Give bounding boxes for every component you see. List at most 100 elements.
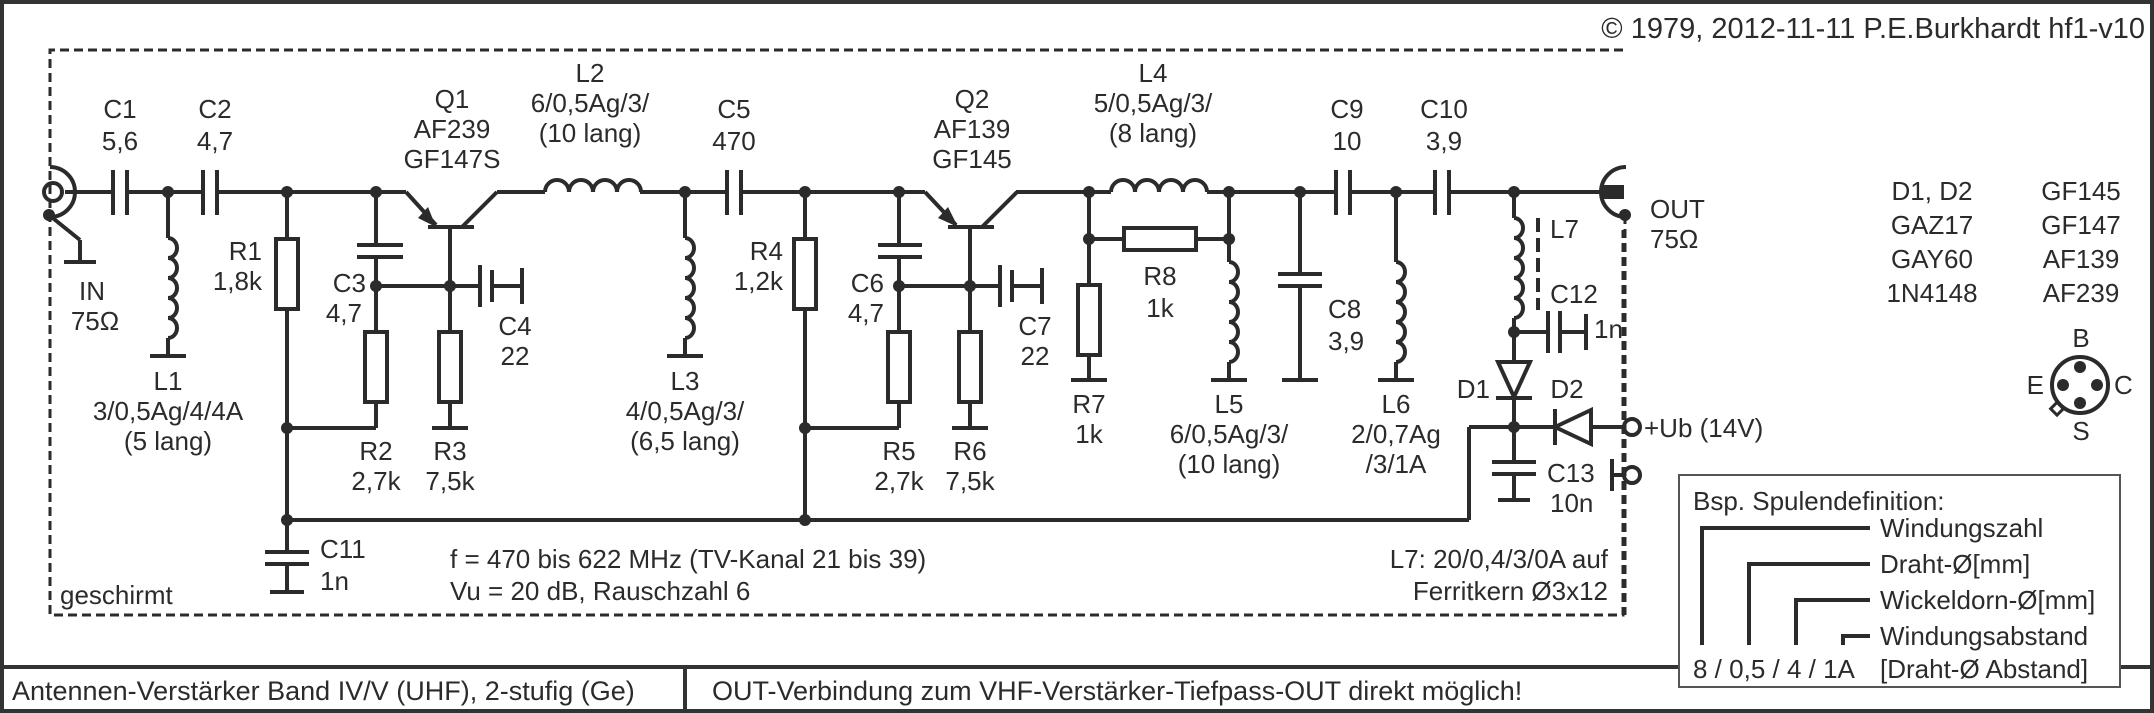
- junction-dot: [799, 422, 811, 434]
- c8-ref: C8: [1328, 294, 1361, 324]
- c11-value: 1n: [320, 566, 349, 596]
- l7-note-line2: Ferritkern Ø3x12: [1413, 576, 1608, 606]
- resistor-r7: [1071, 239, 1107, 382]
- ground-terminal: [1610, 459, 1642, 491]
- c9-value: 10: [1333, 126, 1362, 156]
- capacitor-c9: [1334, 170, 1352, 215]
- inductor-l7: [1512, 192, 1540, 332]
- r7-value: 1k: [1075, 419, 1103, 449]
- l3-spec: 4/0,5Ag/3/: [626, 396, 745, 426]
- l7-ref: L7: [1550, 214, 1579, 244]
- junction-dot: [281, 422, 293, 434]
- q1-type2: GF147S: [404, 144, 501, 174]
- diode-part: GAY60: [1891, 244, 1973, 274]
- capacitor-c4: [450, 265, 524, 307]
- capacitor-c10: [1433, 170, 1451, 215]
- c5-ref: C5: [717, 94, 750, 124]
- q1-type1: AF239: [414, 114, 491, 144]
- pin-c-label: C: [2114, 370, 2133, 400]
- c1-ref: C1: [103, 94, 136, 124]
- l4-length: (8 lang): [1109, 118, 1197, 148]
- transistor-part: AF139: [2043, 244, 2120, 274]
- c3-value: 4,7: [326, 298, 362, 328]
- l6-ref: L6: [1382, 389, 1411, 419]
- c12-ref: C12: [1550, 279, 1598, 309]
- capacitor-c2: [201, 170, 219, 215]
- r1-value: 1,8k: [213, 266, 263, 296]
- c7-value: 22: [1021, 341, 1050, 371]
- resistor-r3: [432, 330, 468, 430]
- l2-spec: 6/0,5Ag/3/: [531, 88, 650, 118]
- l7-note-line1: L7: 20/0,4/3/0A auf: [1390, 544, 1609, 574]
- l6-spec2: /3/1A: [1366, 449, 1427, 479]
- transistor-q1: [404, 190, 499, 332]
- q2-type2: GF145: [932, 144, 1012, 174]
- r4-ref: R4: [750, 236, 783, 266]
- legend-item: Windungszahl: [1880, 513, 2043, 543]
- l1-length: (5 lang): [124, 426, 212, 456]
- transistor-part: GF147: [2041, 210, 2121, 240]
- resistor-r8: [1089, 226, 1229, 252]
- c7-ref: C7: [1018, 311, 1051, 341]
- diode-d1: [1494, 332, 1534, 427]
- l3-ref: L3: [671, 366, 700, 396]
- copyright-text: © 1979, 2012-11-11 P.E.Burkhardt hf1-v10: [1601, 13, 2145, 45]
- r3-ref: R3: [433, 436, 466, 466]
- inductor-l2: [497, 178, 685, 194]
- capacitor-c11: [265, 520, 309, 594]
- out-port-impedance: 75Ω: [1650, 224, 1698, 254]
- c5-value: 470: [712, 126, 755, 156]
- diode-part: 1N4148: [1886, 278, 1977, 308]
- capacitor-c5: [725, 170, 743, 215]
- resistor-r4: [792, 192, 818, 520]
- c4-ref: C4: [498, 311, 531, 341]
- c9-ref: C9: [1330, 94, 1363, 124]
- resistor-r6: [952, 330, 988, 430]
- in-port-label: IN: [79, 276, 105, 306]
- r1-ref: R1: [229, 236, 262, 266]
- l1-ref: L1: [154, 366, 183, 396]
- r5-ref: R5: [882, 436, 915, 466]
- capacitor-c6: [878, 192, 922, 332]
- c2-value: 4,7: [197, 126, 233, 156]
- r6-value: 7,5k: [945, 466, 995, 496]
- legend-item: Draht-Ø[mm]: [1880, 549, 2030, 579]
- legend-title: Bsp. Spulendefinition:: [1693, 486, 1945, 516]
- capacitor-c3: [357, 192, 403, 332]
- c11-ref: C11: [320, 534, 366, 564]
- c13-value: 10n: [1550, 488, 1593, 518]
- inductor-l4: [1089, 178, 1229, 194]
- legend-item: Wickeldorn-Ø[mm]: [1880, 585, 2095, 615]
- transistor-parts-list: GF145 GF147 AF139 AF239: [2041, 176, 2121, 308]
- r2-ref: R2: [359, 436, 392, 466]
- schematic-title: Antennen-Verstärker Band IV/V (UHF), 2-s…: [12, 676, 635, 706]
- c6-ref: C6: [851, 268, 884, 298]
- frequency-note: f = 470 bis 622 MHz (TV-Kanal 21 bis 39): [450, 544, 926, 574]
- c1-value: 5,6: [102, 126, 138, 156]
- q1-ref: Q1: [435, 84, 470, 114]
- inductor-l1: [150, 192, 186, 358]
- c2-ref: C2: [198, 94, 231, 124]
- c13-ref: C13: [1547, 458, 1595, 488]
- pin-b-label: B: [2072, 323, 2089, 353]
- capacitor-c7: [970, 265, 1044, 307]
- transistor-q2: [923, 190, 1019, 332]
- resistor-r5: [805, 330, 912, 430]
- schematic-note: OUT-Verbindung zum VHF-Verstärker-Tiefpa…: [712, 676, 1522, 706]
- capacitor-c8: [1278, 192, 1322, 382]
- legend-item: Windungsabstand: [1880, 621, 2088, 651]
- r2-value: 2,7k: [351, 466, 401, 496]
- c10-ref: C10: [1420, 94, 1468, 124]
- l4-spec: 5/0,5Ag/3/: [1094, 88, 1213, 118]
- legend-example: 8 / 0,5 / 4 / 1A: [1693, 654, 1856, 684]
- c8-value: 3,9: [1328, 326, 1364, 356]
- input-connector: [42, 165, 96, 264]
- inductor-l5: [1211, 239, 1247, 382]
- l5-ref: L5: [1215, 389, 1244, 419]
- r4-value: 1,2k: [734, 266, 784, 296]
- diode-part: GAZ17: [1891, 210, 1973, 240]
- supply-rail: [287, 425, 1514, 522]
- pin-s-label: S: [2072, 416, 2089, 446]
